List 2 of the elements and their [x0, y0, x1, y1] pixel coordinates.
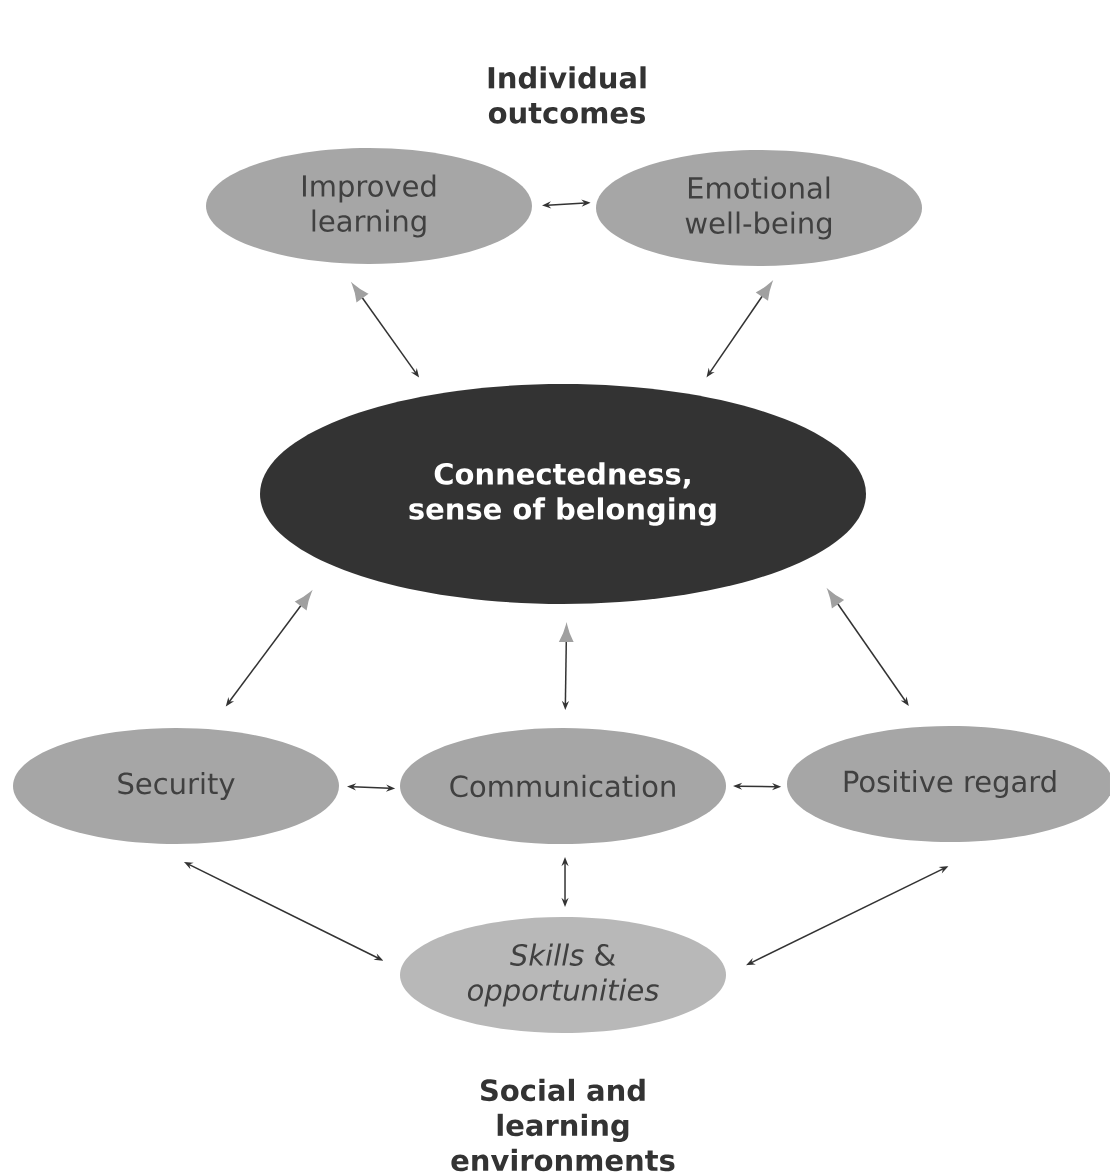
heading: Individual outcomes — [488, 66, 646, 124]
heading: Social and learning environments — [451, 1078, 675, 1172]
